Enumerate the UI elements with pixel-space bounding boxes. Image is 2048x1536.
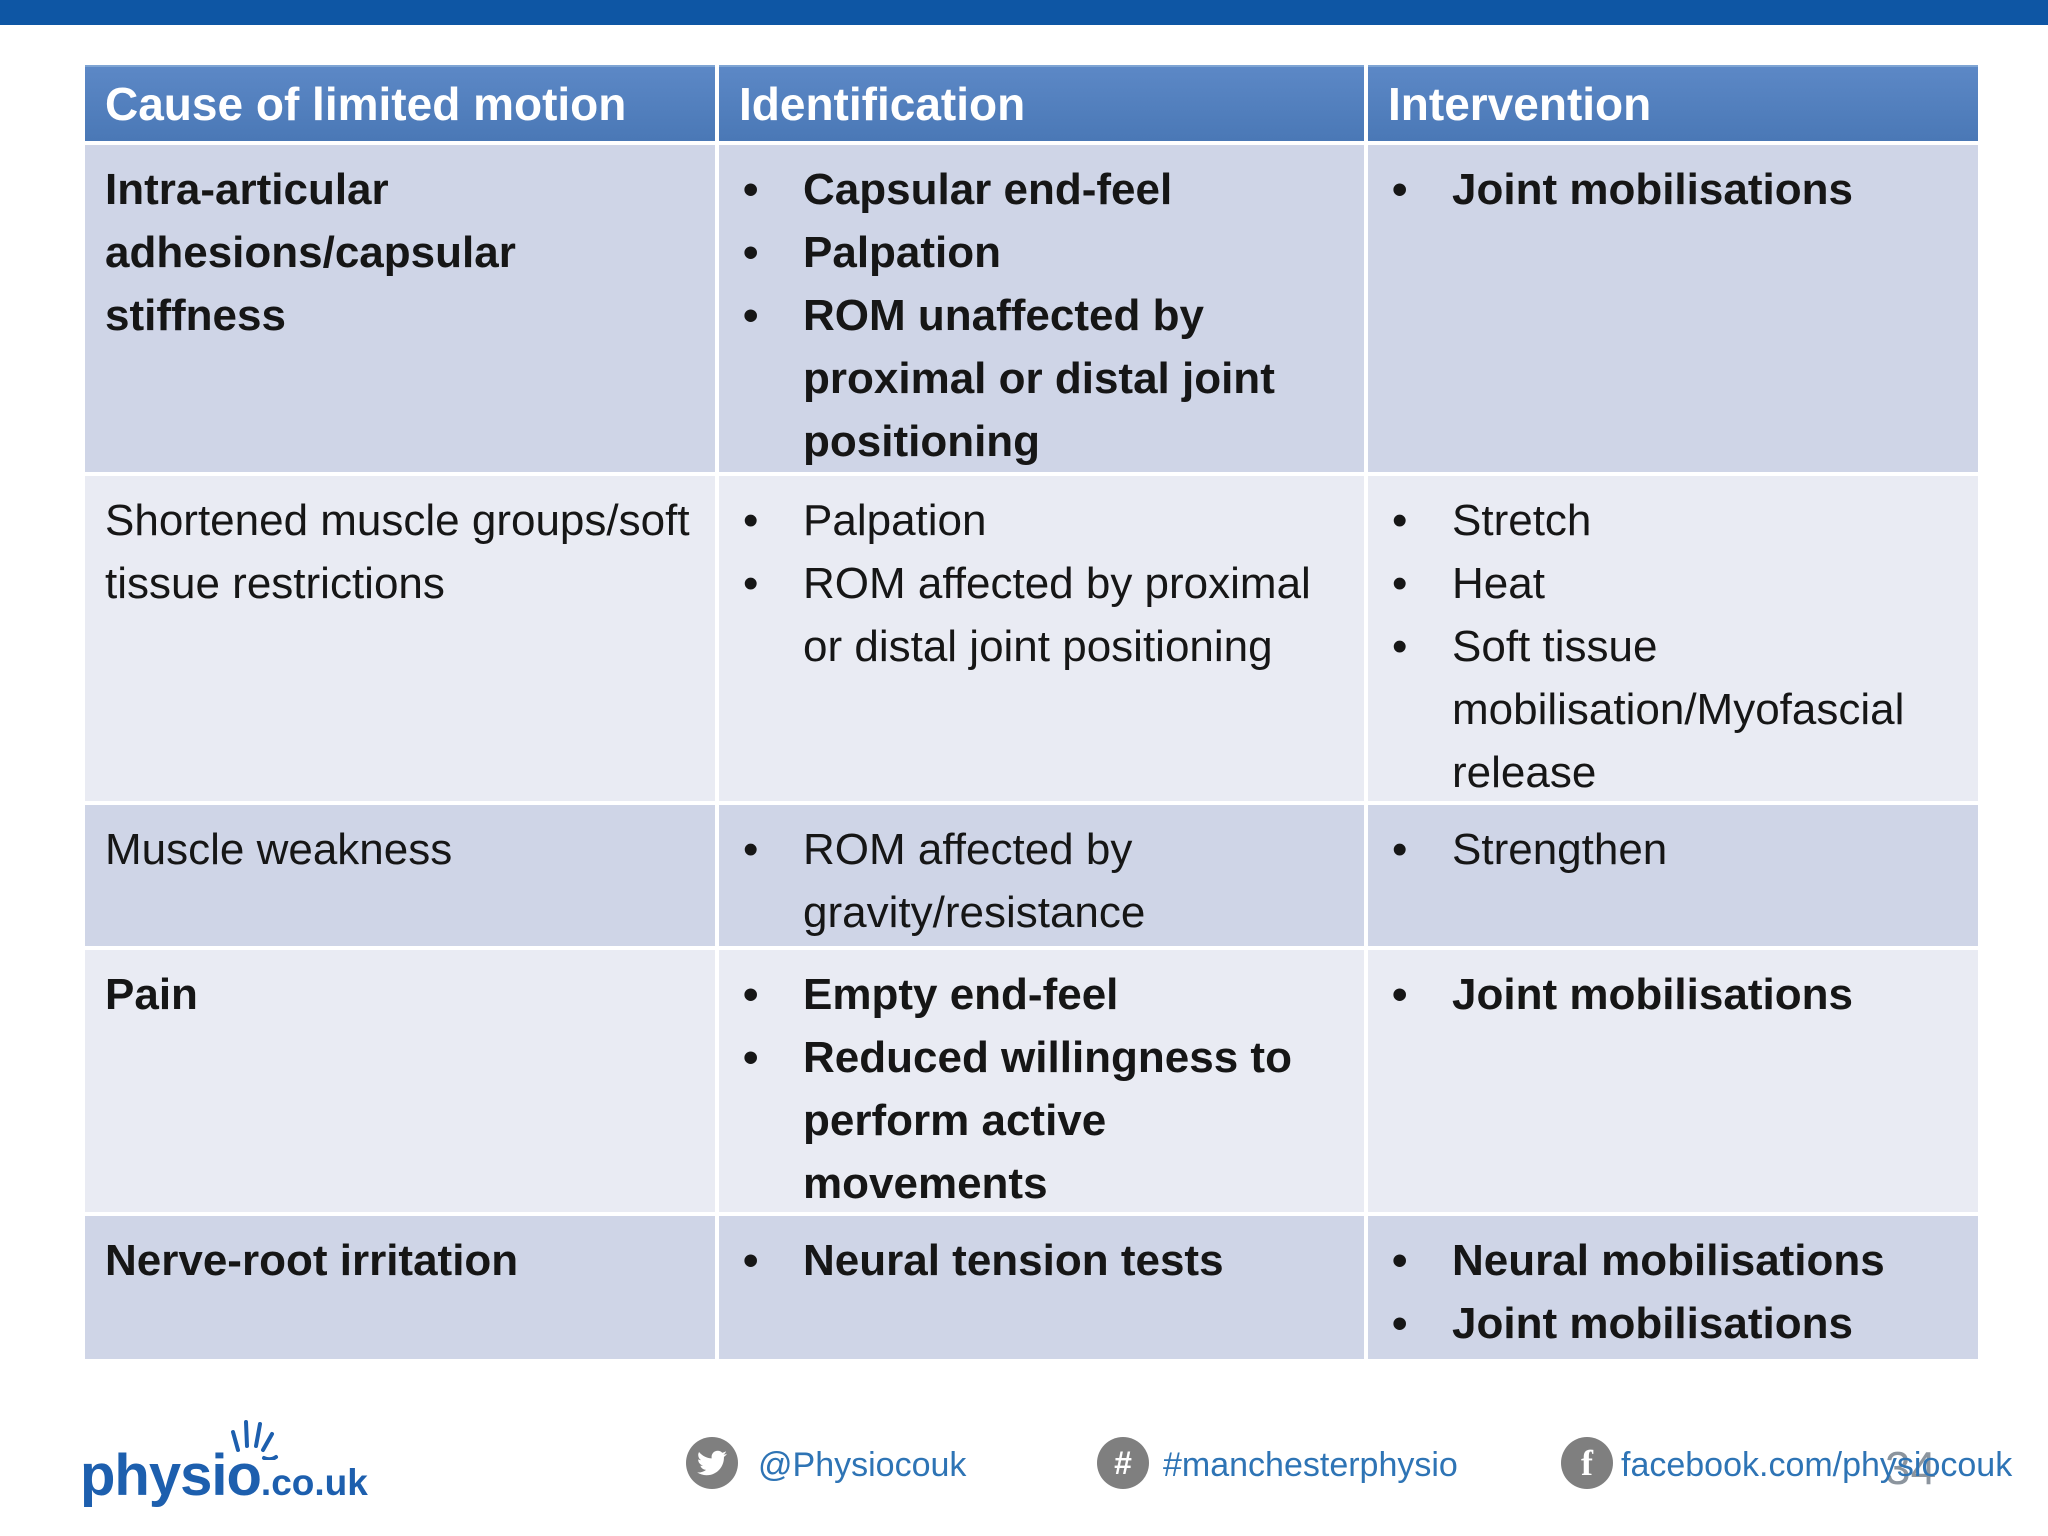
- slide-page-number: 34: [1885, 1442, 1937, 1494]
- identification-cell: Empty end-feel Reduced willingness to pe…: [719, 950, 1364, 1212]
- bullet-text: Joint mobilisations: [1452, 970, 1853, 1019]
- cause-text: Shortened muscle groups/soft tissue rest…: [105, 496, 690, 608]
- cause-text: Nerve-root irritation: [105, 1236, 519, 1285]
- physio-logo[interactable]: physio.co.uk: [80, 1420, 368, 1509]
- cause-text: Muscle weakness: [105, 825, 453, 874]
- cause-text: Intra-articular adhesions/capsular stiff…: [105, 165, 516, 340]
- logo-brand-text: physio: [80, 1443, 262, 1508]
- intervention-cell: Neural mobilisations Joint mobilisations: [1368, 1216, 1978, 1359]
- bullet-item: Joint mobilisations: [1368, 158, 1964, 221]
- bullet-text: Soft tissue mobilisation/Myofascial rele…: [1452, 622, 1905, 797]
- table-header-cause: Cause of limited motion: [85, 65, 715, 141]
- table-header-identification: Identification: [719, 65, 1364, 141]
- bullet-text: ROM affected by proximal or distal joint…: [803, 559, 1311, 671]
- logo-suffix-text: .co.uk: [260, 1462, 368, 1503]
- bullet-text: Palpation: [803, 228, 1002, 277]
- intervention-cell: Stretch Heat Soft tissue mobilisation/My…: [1368, 476, 1978, 801]
- bullet-item: Palpation: [719, 221, 1350, 284]
- bullet-text: ROM unaffected by proximal or distal joi…: [803, 291, 1275, 466]
- bullet-text: Neural mobilisations: [1452, 1236, 1885, 1285]
- bullet-text: Capsular end-feel: [803, 165, 1173, 214]
- bullet-item: Heat: [1368, 552, 1964, 615]
- cause-cell: Shortened muscle groups/soft tissue rest…: [85, 476, 715, 801]
- cause-cell: Pain: [85, 950, 715, 1212]
- bullet-item: Neural mobilisations: [1368, 1229, 1964, 1292]
- hashtag-icon[interactable]: #: [1097, 1437, 1149, 1489]
- bullet-text: Joint mobilisations: [1452, 1299, 1853, 1348]
- bullet-text: Stretch: [1452, 496, 1592, 545]
- cause-cell: Nerve-root irritation: [85, 1216, 715, 1359]
- cause-cell: Intra-articular adhesions/capsular stiff…: [85, 145, 715, 472]
- facebook-glyph: f: [1581, 1443, 1593, 1483]
- identification-cell: Neural tension tests: [719, 1216, 1364, 1359]
- bullet-item: Reduced willingness to perform active mo…: [719, 1026, 1350, 1215]
- bullet-text: Empty end-feel: [803, 970, 1119, 1019]
- limited-motion-table: Cause of limited motion Identification I…: [85, 65, 1978, 1359]
- facebook-icon[interactable]: f: [1561, 1437, 1613, 1489]
- intervention-cell: Joint mobilisations: [1368, 950, 1978, 1212]
- identification-cell: ROM affected by gravity/resistance: [719, 805, 1364, 946]
- hashtag-text[interactable]: #manchesterphysio: [1163, 1446, 1458, 1484]
- bullet-item: Palpation: [719, 489, 1350, 552]
- twitter-handle[interactable]: @Physiocouk: [758, 1446, 967, 1484]
- cause-cell: Muscle weakness: [85, 805, 715, 946]
- bullet-item: Joint mobilisations: [1368, 963, 1964, 1026]
- bullet-item: Stretch: [1368, 489, 1964, 552]
- identification-cell: Palpation ROM affected by proximal or di…: [719, 476, 1364, 801]
- bullet-item: Strengthen: [1368, 818, 1964, 881]
- bullet-item: Capsular end-feel: [719, 158, 1350, 221]
- cause-text: Pain: [105, 970, 198, 1019]
- bullet-text: Strengthen: [1452, 825, 1668, 874]
- bullet-item: ROM affected by proximal or distal joint…: [719, 552, 1350, 678]
- bullet-item: ROM affected by gravity/resistance: [719, 818, 1350, 944]
- bullet-text: Neural tension tests: [803, 1236, 1224, 1285]
- bullet-text: Reduced willingness to perform active mo…: [803, 1033, 1292, 1208]
- header-label: Cause of limited motion: [105, 78, 627, 130]
- facebook-url[interactable]: facebook.com/physiocouk: [1621, 1446, 2013, 1484]
- identification-cell: Capsular end-feel Palpation ROM unaffect…: [719, 145, 1364, 472]
- twitter-bird-icon[interactable]: [686, 1437, 738, 1489]
- bullet-item: Joint mobilisations: [1368, 1292, 1964, 1355]
- header-label: Identification: [739, 78, 1026, 130]
- bullet-text: ROM affected by gravity/resistance: [803, 825, 1146, 937]
- bullet-text: Palpation: [803, 496, 987, 545]
- top-accent-bar: [0, 0, 2048, 25]
- bullet-item: Neural tension tests: [719, 1229, 1350, 1292]
- bullet-item: ROM unaffected by proximal or distal joi…: [719, 284, 1350, 473]
- intervention-cell: Strengthen: [1368, 805, 1978, 946]
- bullet-text: Heat: [1452, 559, 1545, 608]
- hashtag-glyph: #: [1114, 1444, 1132, 1481]
- logo-hand-burst-icon: [231, 1420, 278, 1460]
- table-header-intervention: Intervention: [1368, 65, 1978, 141]
- bullet-item: Soft tissue mobilisation/Myofascial rele…: [1368, 615, 1964, 804]
- header-label: Intervention: [1388, 78, 1652, 130]
- bullet-item: Empty end-feel: [719, 963, 1350, 1026]
- intervention-cell: Joint mobilisations: [1368, 145, 1978, 472]
- bullet-text: Joint mobilisations: [1452, 165, 1853, 214]
